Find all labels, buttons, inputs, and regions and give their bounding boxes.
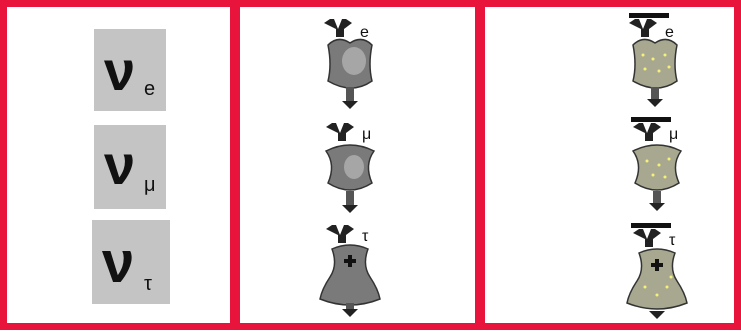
flavor-label: τ — [362, 228, 369, 245]
symbol-column: ν e ν μ ν τ — [7, 7, 230, 323]
nu-letter: ν — [104, 137, 135, 193]
neutrino-icon: μ — [326, 123, 374, 213]
symbol-nu-e: ν e — [94, 29, 166, 111]
antineutrino-column: e μ τ — [485, 7, 734, 323]
flavor-label: μ — [669, 126, 678, 143]
symbol-nu-mu: ν μ — [94, 125, 166, 209]
electron-antineutrino-figure: e — [615, 11, 695, 121]
antineutrino-icon: τ — [627, 223, 687, 319]
nu-subscript: e — [144, 79, 155, 99]
flavor-label: e — [360, 24, 369, 41]
antineutrino-icon: e — [629, 13, 677, 107]
antineutrino-icon: μ — [631, 117, 681, 211]
tau-neutrino-figure: τ — [310, 221, 390, 331]
muon-antineutrino-figure: μ — [617, 115, 697, 225]
nu-subscript: μ — [144, 175, 156, 195]
flavor-label: e — [665, 24, 674, 41]
neutrino-column: e μ τ — [240, 7, 475, 323]
nu-letter: ν — [102, 234, 134, 292]
nu-letter: ν — [104, 43, 135, 99]
flavor-label: τ — [669, 232, 676, 249]
muon-neutrino-figure: μ — [310, 119, 390, 229]
flavor-label: μ — [362, 126, 371, 143]
neutrino-icon: e — [324, 19, 372, 109]
electron-neutrino-figure: e — [310, 15, 390, 125]
tau-antineutrino-figure: τ — [617, 221, 697, 331]
nu-subscript: τ — [144, 274, 152, 294]
neutrino-icon: τ — [320, 225, 380, 317]
symbol-nu-tau: ν τ — [92, 220, 170, 304]
